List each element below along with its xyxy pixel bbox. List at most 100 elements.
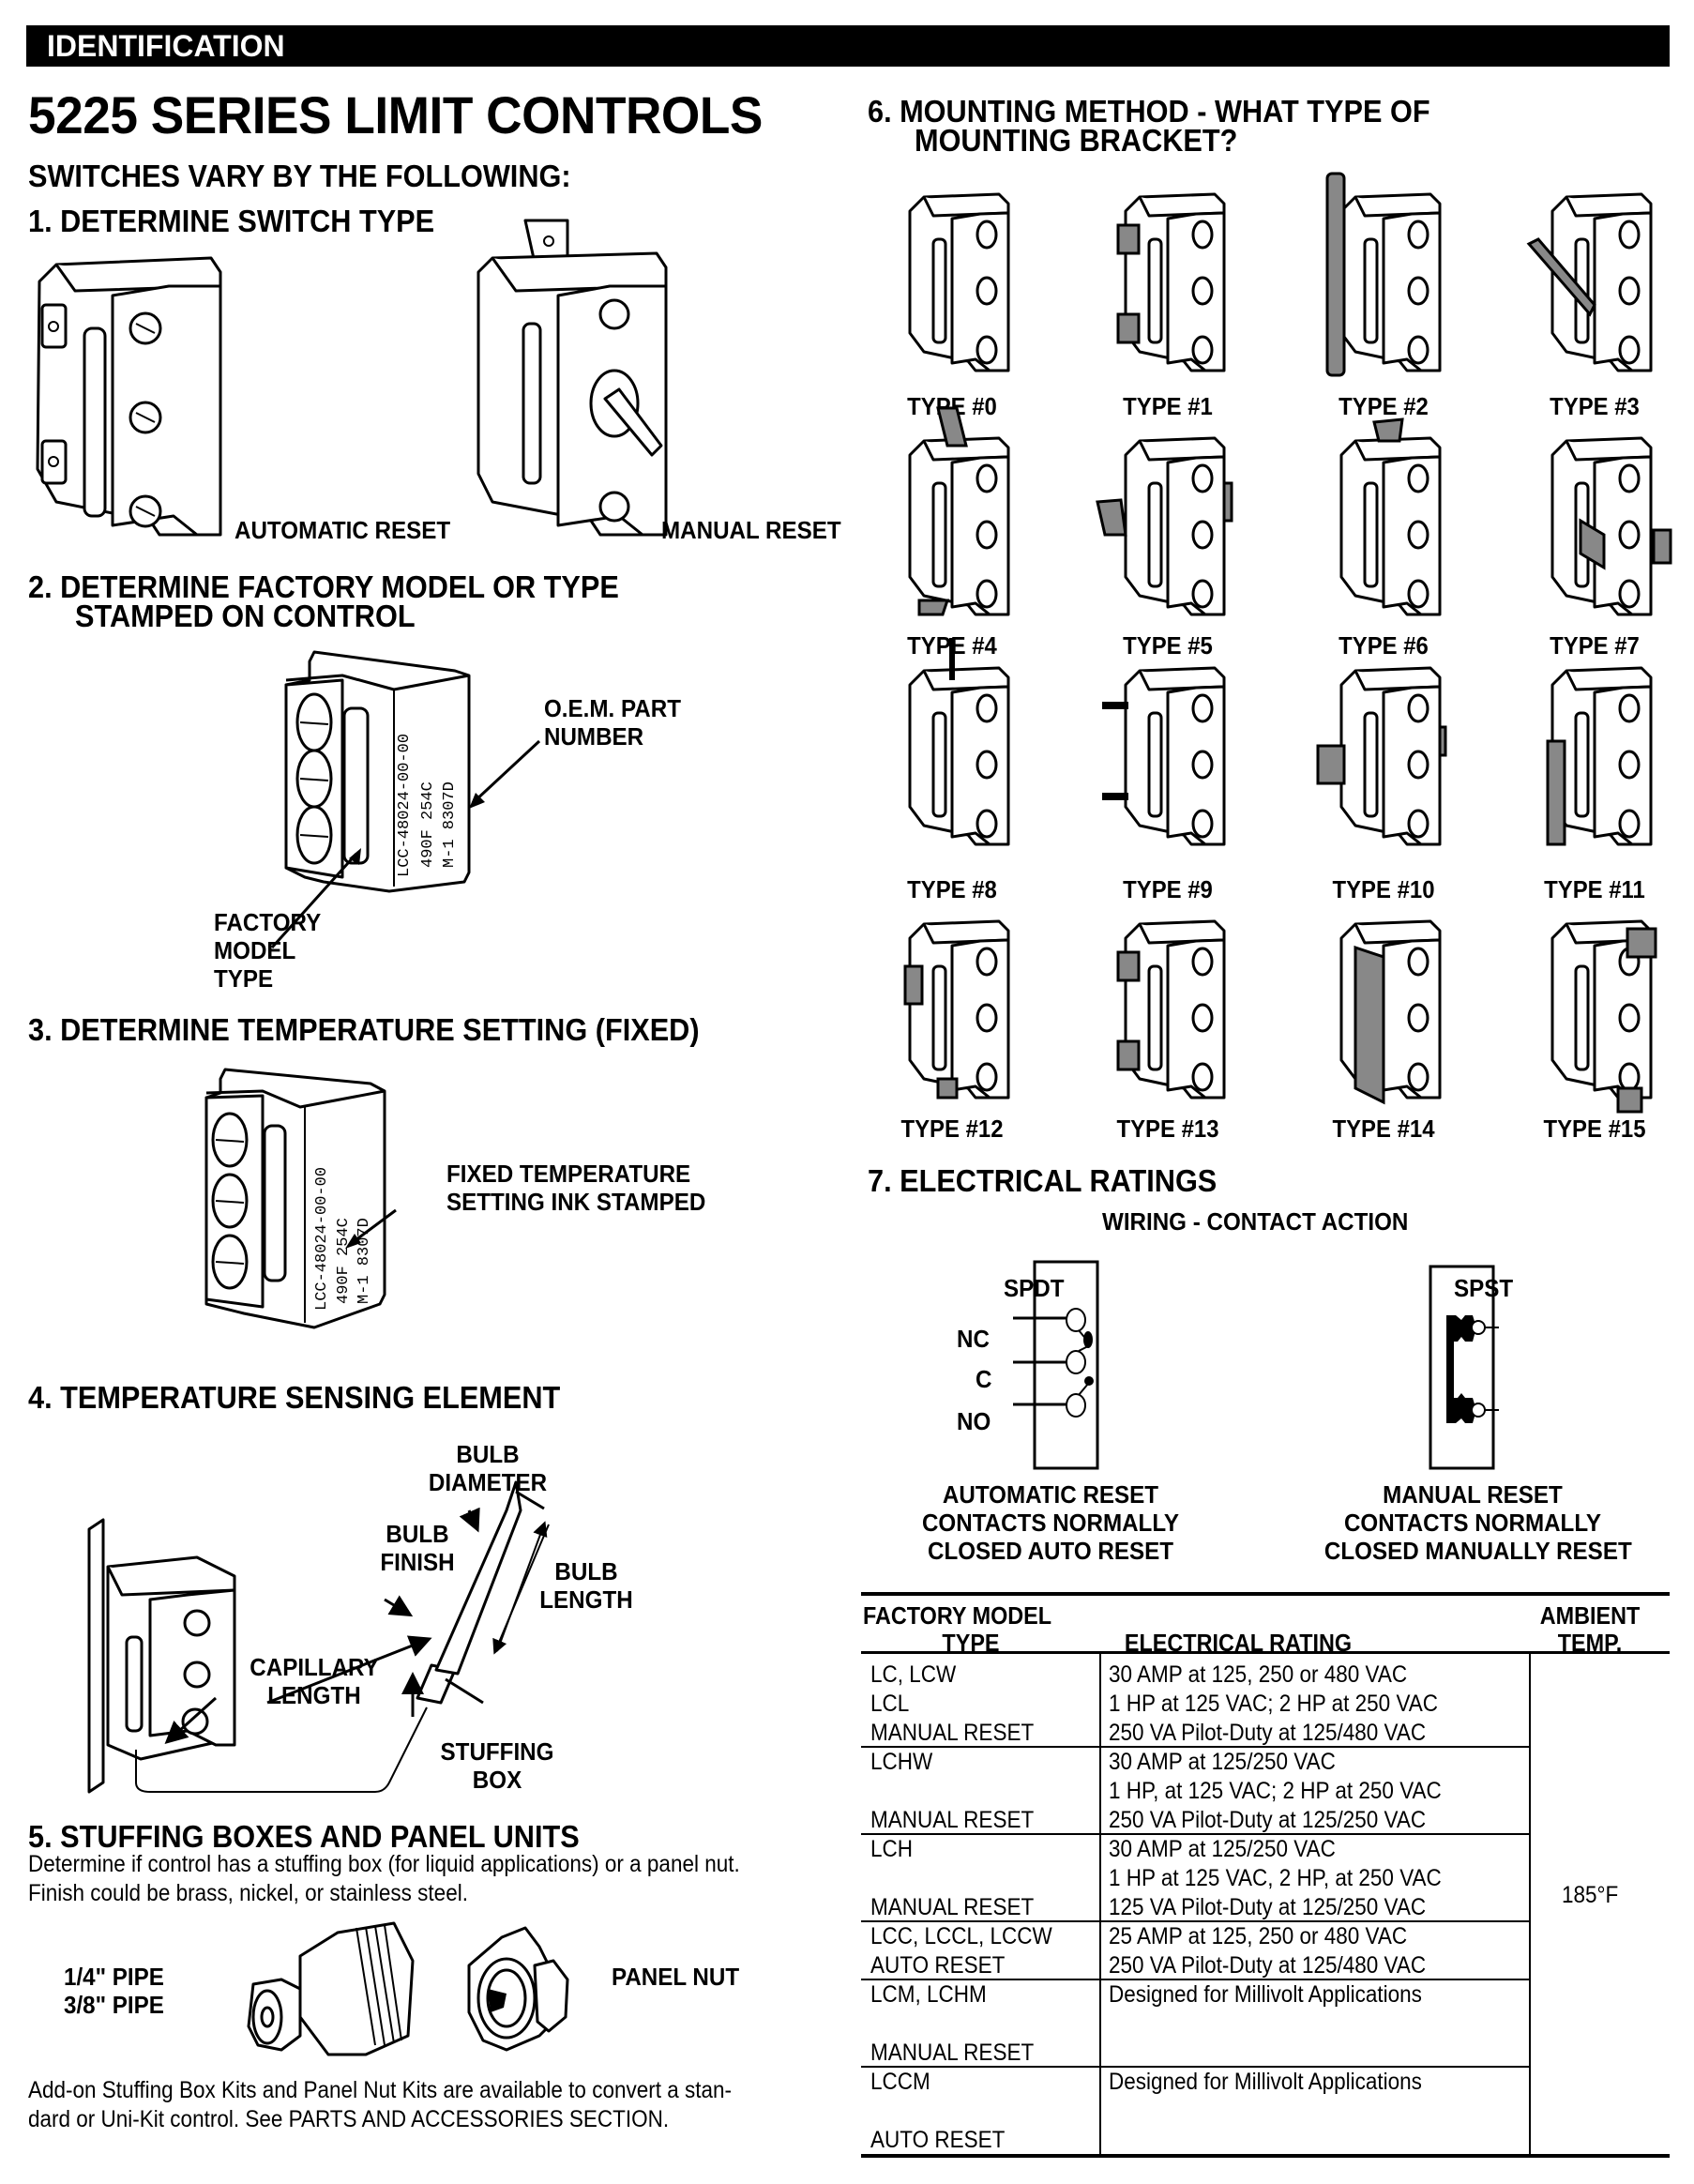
section-header-bar: IDENTIFICATION (26, 25, 1670, 67)
table-top-rule (861, 1592, 1670, 1596)
stamp-line-2: 490F 254C (335, 1218, 353, 1304)
header-label: IDENTIFICATION (47, 29, 285, 63)
section6-heading-line1: 6. MOUNTING METHOD - WHAT TYPE OF (868, 94, 1430, 129)
table-row-divider (861, 1920, 1529, 1922)
spdt-caption-line1: AUTOMATIC RESET (942, 1480, 1159, 1509)
table-cell-model: MANUAL RESET (870, 1894, 1035, 1920)
factory-model-label-line1: FACTORY (214, 908, 322, 936)
stuffing-box-label-line2: BOX (472, 1766, 522, 1794)
pipe-size-3-8-label: 3/8" PIPE (64, 1991, 164, 2019)
table-cell-model: LCM, LCHM (870, 1981, 987, 2008)
bracket-type-14-illustration (1339, 919, 1442, 1105)
table-column-divider (1099, 1654, 1101, 2154)
bracket-type-label: TYPE #15 (1543, 1115, 1646, 1143)
capillary-length-label-line1: CAPILLARY (250, 1653, 379, 1681)
fixed-temperature-stamp-illustration: LCC-48024-00-00 490F 254C M-1 8307D (204, 1068, 397, 1329)
table-cell-model: AUTO RESET (870, 2127, 1006, 2153)
stamp-line-3: M-1 8307D (355, 1218, 373, 1304)
table-cell-rating: 25 AMP at 125, 250 or 480 VAC (1109, 1923, 1408, 1949)
table-row-divider (861, 1979, 1529, 1980)
table-cell-rating: 1 HP at 125 VAC; 2 HP at 250 VAC (1109, 1691, 1439, 1717)
section4-heading: 4. TEMPERATURE SENSING ELEMENT (28, 1380, 561, 1415)
bracket-type-5-illustration (1096, 436, 1233, 616)
pipe-size-1-4-label: 1/4" PIPE (64, 1963, 164, 1991)
section2-heading-line2: STAMPED ON CONTROL (75, 599, 416, 633)
spdt-c-label: C (976, 1365, 992, 1393)
wiring-contact-action-title: WIRING - CONTACT ACTION (1102, 1207, 1409, 1236)
fixed-temp-callout-line2: SETTING INK STAMPED (446, 1188, 706, 1216)
bulb-finish-label-line2: FINISH (380, 1548, 455, 1576)
table-cell-rating: 250 VA Pilot-Duty at 125/480 VAC (1109, 1952, 1427, 1979)
spdt-caption-line3: CLOSED AUTO RESET (928, 1537, 1173, 1565)
bracket-type-label: TYPE #13 (1116, 1115, 1219, 1143)
spst-caption-line3: CLOSED MANUALLY RESET (1323, 1537, 1632, 1565)
automatic-reset-switch-illustration (36, 256, 222, 537)
ambient-temp-value: 185°F (1562, 1882, 1619, 1908)
bracket-type-label: TYPE #5 (1123, 631, 1213, 660)
table-cell-model: LC, LCW (870, 1661, 957, 1688)
bulb-length-label-line2: LENGTH (539, 1585, 633, 1614)
temperature-sensing-element-illustration (87, 1480, 550, 1794)
stamp-line-2: 490F 254C (419, 781, 437, 868)
bracket-type-3-illustration (1526, 192, 1653, 372)
table-row-divider (861, 1746, 1529, 1748)
table-cell-model: LCH (870, 1836, 914, 1862)
table-cell-rating: 250 VA Pilot-Duty at 125/250 VAC (1109, 1807, 1427, 1833)
table-cell-model: LCCM (870, 2069, 930, 2095)
stamp-line-3: M-1 8307D (441, 781, 459, 868)
table-header-rule (861, 1651, 1670, 1654)
spst-label: SPST (1454, 1274, 1514, 1302)
capillary-length-label-line2: LENGTH (267, 1681, 361, 1709)
spst-caption-line2: CONTACTS NORMALLY (1343, 1509, 1602, 1537)
bracket-type-1-illustration (1116, 192, 1226, 372)
stamp-line-1: LCC-48024-00-00 (313, 1167, 331, 1311)
panel-nut-illustration (467, 1926, 569, 2052)
table-cell-rating: 30 AMP at 125, 250 or 480 VAC (1109, 1661, 1408, 1688)
bracket-type-label: TYPE #9 (1123, 875, 1213, 903)
table-cell-model: LCL (870, 1691, 910, 1717)
table-cell-rating: 1 HP at 125 VAC, 2 HP, at 250 VAC (1109, 1865, 1442, 1891)
section7-heading: 7. ELECTRICAL RATINGS (868, 1163, 1218, 1198)
spdt-label: SPDT (1004, 1274, 1065, 1302)
bracket-type-label: TYPE #12 (900, 1115, 1004, 1143)
automatic-reset-label: AUTOMATIC RESET (234, 516, 451, 544)
factory-model-label-line3: TYPE (214, 964, 274, 993)
table-cell-rating: 125 VA Pilot-Duty at 125/250 VAC (1109, 1894, 1427, 1920)
bracket-type-9-illustration (1102, 666, 1226, 846)
table-cell-model: LCHW (870, 1749, 933, 1775)
header-model-line1: FACTORY MODEL (863, 1601, 1052, 1630)
table-cell-rating: 1 HP, at 125 VAC; 2 HP at 250 VAC (1109, 1778, 1442, 1804)
table-cell-model: LCC, LCCL, LCCW (870, 1923, 1052, 1949)
section1-heading: 1. DETERMINE SWITCH TYPE (28, 204, 435, 238)
table-cell-model: MANUAL RESET (870, 1807, 1035, 1833)
stamp-line-1: LCC-48024-00-00 (396, 734, 414, 877)
section2-heading-line1: 2. DETERMINE FACTORY MODEL OR TYPE (28, 569, 619, 604)
bracket-type-7-illustration (1550, 436, 1672, 616)
bracket-type-13-illustration (1116, 919, 1226, 1100)
spdt-wiring-diagram (1013, 1260, 1099, 1470)
section5-note-line2: dard or Uni-Kit control. See PARTS AND A… (28, 2106, 670, 2132)
table-cell-rating: 30 AMP at 125/250 VAC (1109, 1836, 1336, 1862)
table-cell-model: AUTO RESET (870, 1952, 1006, 1979)
bulb-diameter-label-line1: BULB (456, 1440, 520, 1468)
table-column-divider (1529, 1654, 1531, 2154)
bracket-type-6-illustration (1339, 417, 1442, 616)
spst-caption-line1: MANUAL RESET (1383, 1480, 1563, 1509)
table-cell-rating: Designed for Millivolt Applications (1109, 2069, 1422, 2095)
table-row-divider (861, 2066, 1529, 2068)
oem-part-number-label-line1: O.E.M. PART (544, 694, 681, 722)
table-row-divider (861, 1833, 1529, 1835)
page-title: 5225 SERIES LIMIT CONTROLS (28, 85, 763, 144)
header-ambient-line1: AMBIENT (1539, 1601, 1641, 1630)
bracket-type-11-illustration (1546, 666, 1653, 846)
stuffing-box-label-line1: STUFFING (440, 1737, 554, 1766)
section5-note-line1: Add-on Stuffing Box Kits and Panel Nut K… (28, 2077, 733, 2103)
spst-wiring-diagram (1429, 1265, 1499, 1470)
bracket-type-15-illustration (1550, 919, 1657, 1114)
section5-description-line1: Determine if control has a stuffing box … (28, 1851, 740, 1877)
section6-heading-line2: MOUNTING BRACKET? (915, 123, 1238, 158)
bracket-type-8-illustration (908, 638, 1010, 846)
factory-model-stamp-illustration: LCC-48024-00-00 490F 254C M-1 8307D (270, 650, 541, 949)
bracket-type-0-illustration (908, 192, 1010, 372)
bulb-diameter-label-line2: DIAMETER (428, 1468, 548, 1496)
